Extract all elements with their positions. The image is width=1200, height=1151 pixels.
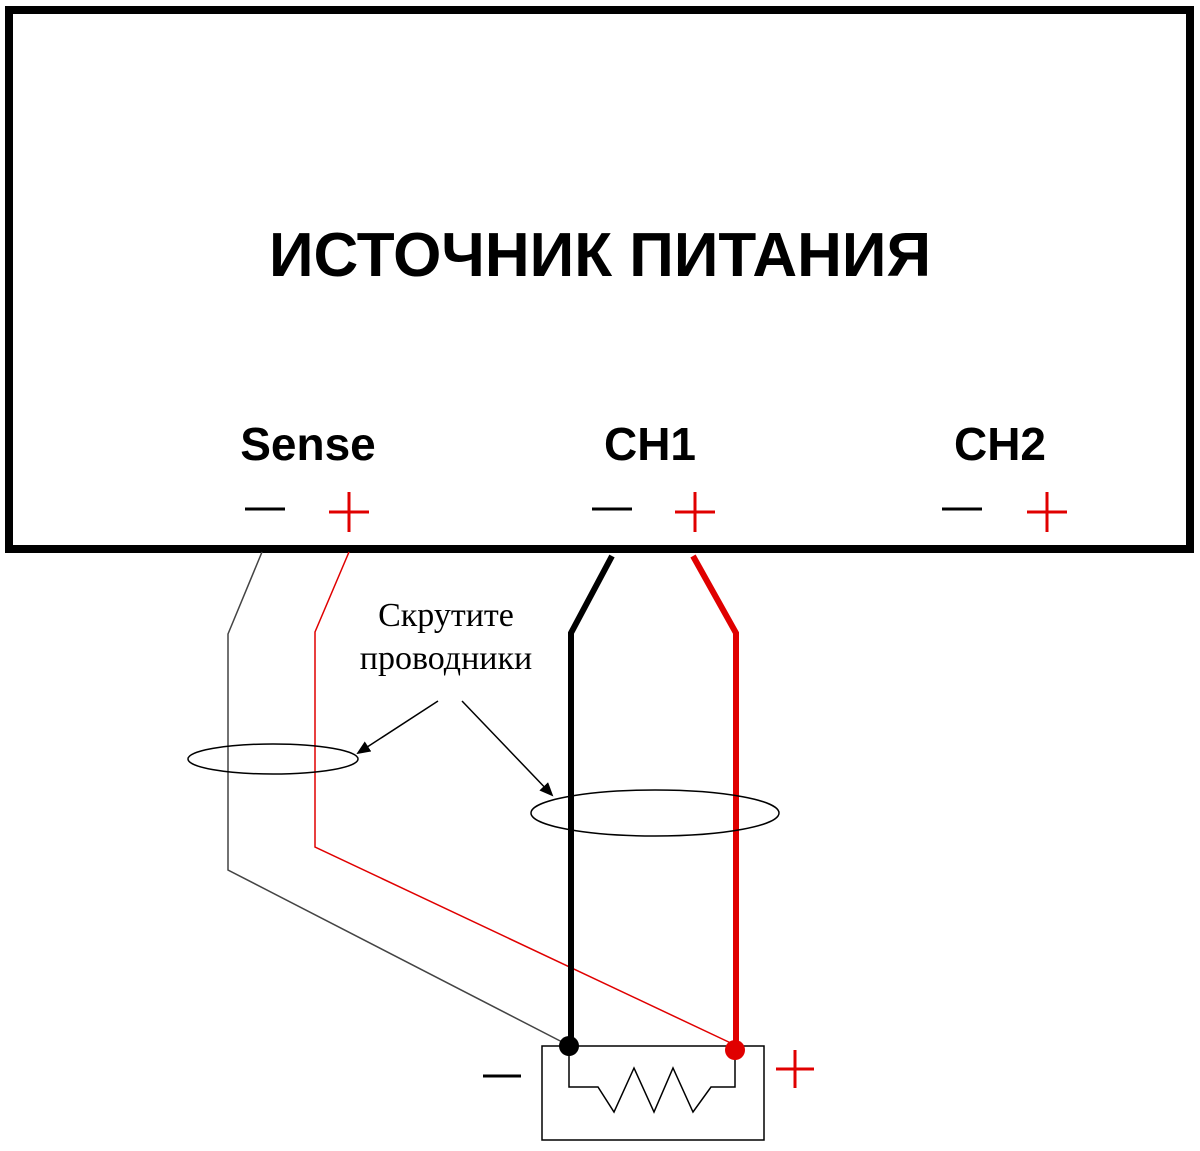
- load-minus-node: [559, 1036, 579, 1056]
- ch1-plus-sign: [675, 492, 715, 532]
- annotation-arrow-sense: [356, 700, 439, 755]
- ch1-minus-wire: [568, 554, 615, 1045]
- sense-plus-wire: [314, 551, 736, 1046]
- sense-twist-ellipse: [187, 743, 359, 775]
- load-box: [541, 1045, 765, 1141]
- ch1-plus-wire: [690, 554, 739, 1045]
- load-plus-sign: [776, 1050, 814, 1088]
- ch2-plus-sign: [1027, 492, 1067, 532]
- resistor-symbol: [568, 1049, 736, 1114]
- load-plus-node: [725, 1040, 745, 1060]
- annotation-line-2: проводники: [360, 640, 532, 677]
- terminal-label-ch2: CH2: [954, 418, 1046, 470]
- terminal-label-sense: Sense: [240, 418, 376, 470]
- power-supply-title: ИСТОЧНИК ПИТАНИЯ: [269, 221, 931, 290]
- annotation-arrow-ch1: [461, 700, 554, 797]
- sense-minus-wire: [227, 551, 569, 1046]
- ch1-twist-ellipse: [530, 789, 780, 837]
- annotation-line-1: Скрутите: [378, 597, 514, 634]
- power-supply-box: [5, 6, 1194, 553]
- sense-plus-sign: [329, 492, 369, 532]
- terminal-label-ch1: CH1: [604, 418, 696, 470]
